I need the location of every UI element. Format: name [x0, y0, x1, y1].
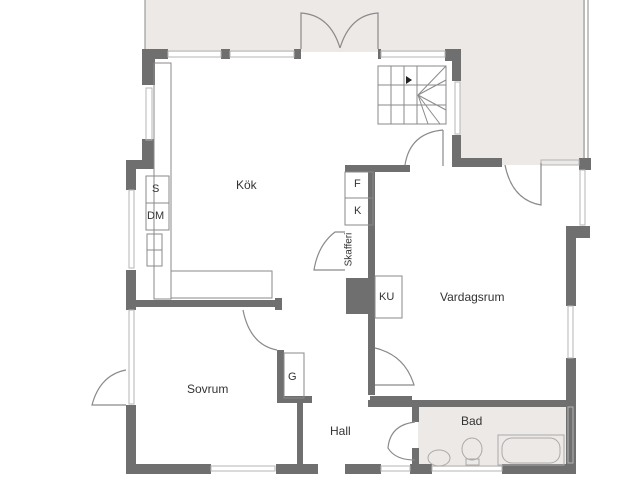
stair-arrow-icon: [406, 76, 412, 84]
bath-fixtures: [427, 434, 565, 467]
doors: [91, 12, 542, 461]
staircase: [377, 65, 447, 125]
room-label-hall: Hall: [330, 424, 351, 438]
fixture-label-stove: S: [152, 183, 160, 195]
room-label-kok: Kök: [236, 178, 257, 192]
fixture-label-wardrobe-g: G: [288, 371, 297, 383]
windows: [128, 50, 586, 472]
fixture-label-fridge: F: [354, 178, 361, 190]
fixture-label-pantry: Skafferi: [343, 232, 355, 267]
room-label-bad: Bad: [461, 414, 483, 428]
fixture-label-freezer: K: [354, 205, 362, 217]
kitchen-counters: [145, 62, 403, 399]
terrace-right: [460, 0, 585, 165]
room-label-vardagsrum: Vardagsrum: [440, 290, 505, 304]
fixture-label-dishwasher: DM: [147, 210, 165, 222]
fixture-label-oven-ku: KU: [379, 291, 395, 303]
room-label-sovrum: Sovrum: [187, 382, 229, 396]
walls: [126, 49, 591, 474]
bath-floor: [418, 407, 566, 467]
